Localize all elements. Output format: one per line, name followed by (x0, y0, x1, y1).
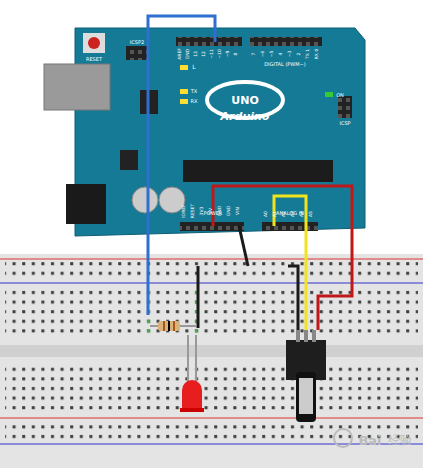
pin-label: ~10 (218, 49, 223, 59)
pin-label: 5V (209, 208, 214, 214)
pin-label: ~6 (261, 51, 266, 58)
pin-label: A1 (273, 211, 278, 217)
pin-label: A4 (300, 211, 305, 217)
pin-label: GND (227, 206, 232, 216)
pin-label: GND (186, 49, 191, 59)
pin-label: 12 (202, 51, 207, 57)
pin-label: 4 (279, 53, 284, 56)
arduino-board (44, 28, 365, 236)
potentiometer-symbol (286, 330, 326, 422)
watermark-paw (334, 429, 352, 447)
model-name: UNO (231, 95, 259, 106)
pin-label: A0 (264, 211, 269, 217)
board-text: ICSP2 (130, 40, 144, 45)
breadboard (0, 254, 423, 468)
pin-label: A5 (309, 211, 314, 217)
pin-label: 3V3 (200, 207, 205, 216)
header-label: DIGITAL (PWM~) (264, 62, 306, 67)
pin-label: ~3 (288, 51, 293, 58)
pin-label: RESET (191, 204, 196, 218)
board-text: RESET (86, 57, 102, 62)
pin-label: RX 0 (315, 49, 320, 60)
pin-label: AREF (178, 48, 183, 60)
led-label: TX (191, 89, 197, 94)
pin-label: A3 (291, 211, 296, 217)
pin-label: 7 (252, 53, 257, 56)
pin-label: 13 (194, 51, 199, 57)
pin-label: VIN (236, 207, 241, 215)
pin-label: A2 (282, 211, 287, 217)
led-label: L (192, 64, 195, 70)
pin-label: IOREF (182, 204, 187, 217)
pin-label: 8 (234, 53, 239, 56)
watermark: 经验 (388, 434, 412, 446)
pin-label: TX 1 (306, 49, 311, 59)
pin-label: ~9 (226, 51, 231, 58)
pin-label: 2 (297, 53, 302, 56)
led-label: RX (191, 99, 198, 104)
led-label: ON (336, 93, 344, 98)
pin-label: ~5 (270, 51, 275, 58)
pin-label: GND (218, 206, 223, 216)
pin-label: ~11 (210, 49, 215, 59)
led-symbol (180, 335, 204, 412)
resistor-symbol (150, 321, 196, 331)
wires (148, 16, 352, 330)
header-label: ICSP (339, 121, 350, 126)
brand-name: Arduino (221, 111, 270, 122)
watermark: Bai (358, 434, 381, 447)
